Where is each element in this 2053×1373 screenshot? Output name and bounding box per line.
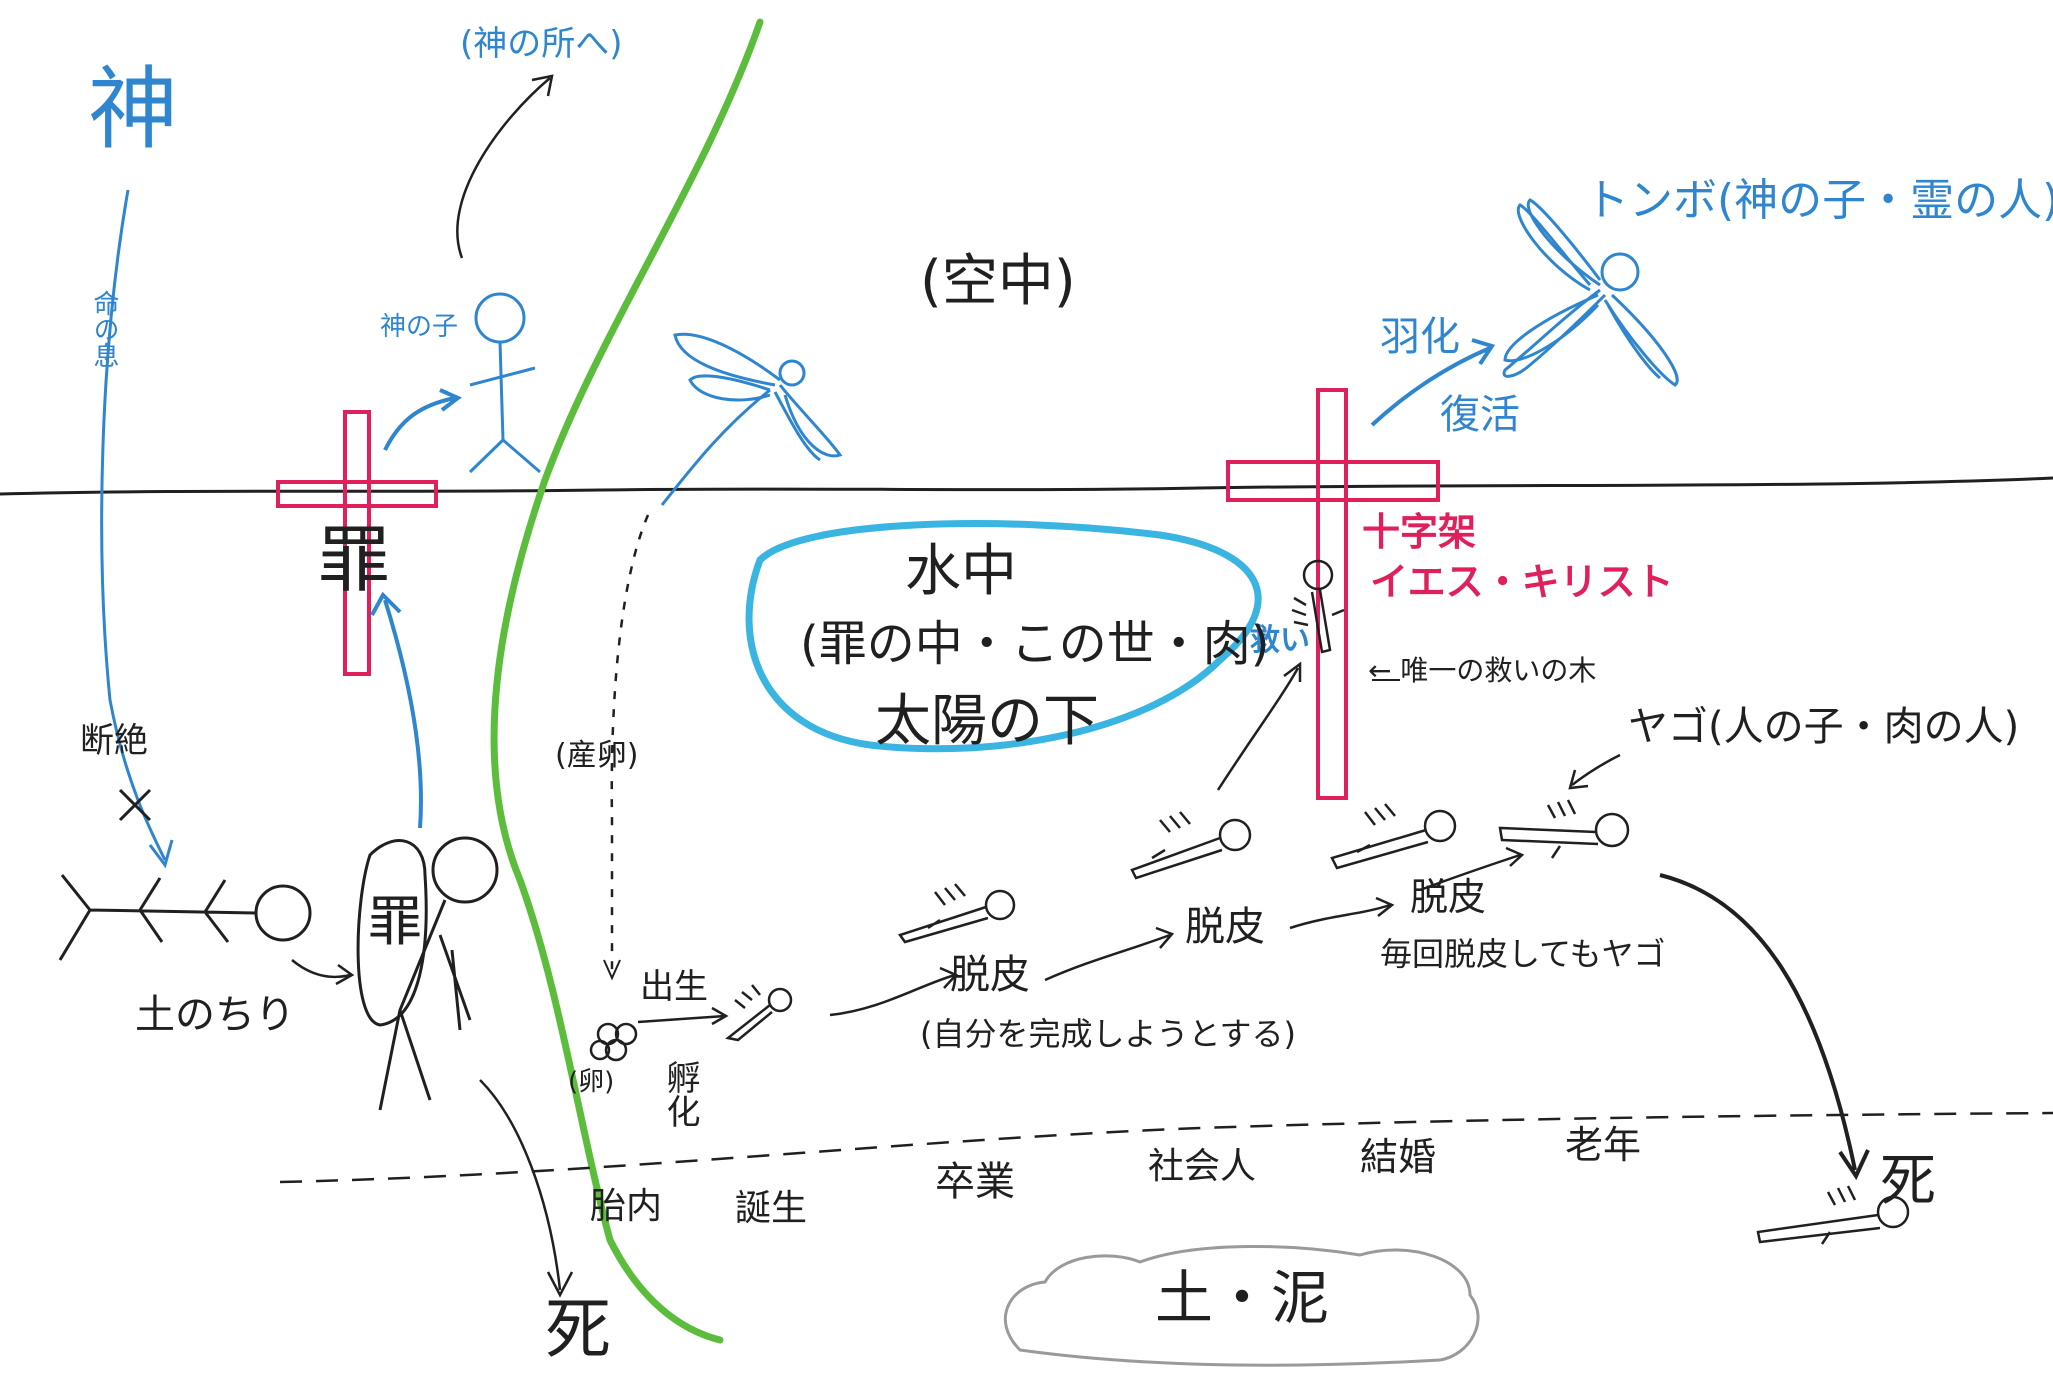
- death-right-label: 死: [1880, 1149, 1936, 1214]
- to-child-of-god-arrowhead: [439, 388, 462, 412]
- birth-arrow: [637, 1014, 726, 1024]
- nymph-4: [1330, 803, 1457, 870]
- hatching-label: 孵化: [660, 1060, 700, 1128]
- nymph1-to-molt1-arrowhead: [939, 966, 959, 989]
- emergence-label: 羽化: [1380, 314, 1460, 360]
- nymph-label-pointer: [1571, 753, 1621, 786]
- timeline-labels: 胎内 誕生 卒業 社会人 結婚 老年: [590, 1123, 1641, 1229]
- jesus-label: イエス・キリスト: [1370, 560, 1674, 604]
- molt2-to-nymph4-arrow: [1289, 903, 1391, 930]
- resurrection-label: 復活: [1440, 392, 1520, 438]
- nymph-2: [897, 883, 1016, 944]
- dragonfly-label: トンボ(神の子・霊の人): [1585, 175, 2053, 226]
- underwater-ellipse: [745, 520, 1262, 753]
- molt3-label: 脱皮: [1410, 875, 1486, 919]
- dust-figure: [58, 874, 312, 961]
- nymph3-to-salvation-arrowhead: [1283, 661, 1302, 682]
- water-surface-line: [0, 476, 2053, 496]
- molt1-label: 脱皮: [950, 952, 1030, 998]
- jesus-cross: [1226, 388, 1440, 800]
- dead-nymph: [1756, 1185, 1910, 1245]
- birth-label: 出生: [640, 967, 708, 1007]
- sin-upward-arrow: [383, 599, 423, 829]
- molt3-to-nymph5-arrow: [1419, 853, 1521, 892]
- molt3-to-nymph5-arrowhead: [1505, 846, 1525, 867]
- timeline-label: 老年: [1565, 1123, 1641, 1167]
- nymph-3: [1130, 811, 1252, 880]
- dust-to-sin-arrow: [291, 959, 351, 979]
- sin-cross: [276, 410, 438, 676]
- to-death-right-arrow: [1659, 873, 1857, 1171]
- nymph-label-pointer-head: [1568, 769, 1589, 790]
- nymph-1: [725, 984, 793, 1042]
- molt1-to-nymph3-arrow: [1044, 933, 1171, 982]
- timeline-label: 結婚: [1360, 1135, 1436, 1179]
- nymph-on-cross: [1291, 559, 1345, 654]
- emergence-arrow: [1370, 346, 1491, 427]
- nymph1-to-molt1-arrow: [829, 973, 956, 1017]
- soil-cloud-shape: [1003, 1245, 1480, 1367]
- cross-label: 十字架: [1362, 510, 1476, 554]
- under-sun-label: 太陽の下: [875, 689, 1099, 754]
- death-left-label: 死: [545, 1291, 611, 1368]
- salvation-label: 救い: [1250, 623, 1310, 658]
- nymph-label: ヤゴ(人の子・肉の人): [1628, 704, 2019, 750]
- molt2-to-nymph4-arrowhead: [1375, 896, 1395, 917]
- sin-cross-label: 罪: [318, 518, 390, 602]
- child-of-god-label: 神の子: [380, 312, 458, 342]
- birth-arrowhead: [711, 1006, 729, 1026]
- sin-body-label: 罪: [368, 890, 422, 953]
- child-of-god-figure: [468, 292, 541, 474]
- dragonfly-left: [660, 332, 843, 506]
- eggs-cluster: [589, 1022, 638, 1062]
- timeline-label: 胎内: [590, 1186, 662, 1227]
- to-god-arrowhead: [531, 74, 554, 97]
- to-death-right-arrowhead: [1838, 1149, 1870, 1181]
- egg-label: (卵): [568, 1067, 614, 1097]
- god-label: 神: [88, 57, 178, 162]
- nymph-5: [1498, 799, 1630, 859]
- sky-label: (空中): [920, 249, 1076, 314]
- sin-to-death-arrow: [479, 1079, 562, 1291]
- molt2-label: 脱皮: [1185, 904, 1265, 950]
- dust-to-sin-arrowhead: [335, 963, 355, 986]
- severance-x-mark: [118, 788, 152, 822]
- sin-upward-arrowhead: [370, 591, 402, 616]
- timeline-label: 誕生: [735, 1188, 807, 1229]
- molt1-to-nymph3-arrowhead: [1155, 926, 1175, 949]
- sin-body-figures: [356, 836, 499, 1111]
- life-breath-label: 命の息: [89, 290, 119, 368]
- severance-label: 断絶: [80, 721, 148, 761]
- timeline-label: 卒業: [935, 1159, 1015, 1205]
- to-god-label: (神の所へ): [460, 24, 623, 64]
- green-divider-line: [490, 18, 764, 1344]
- egg-laying-arrowhead: [603, 959, 621, 981]
- egg-laying-label: (産卵): [555, 738, 638, 773]
- to-child-of-god-arrow: [383, 396, 456, 451]
- to-god-arrow: [456, 77, 551, 259]
- molt1-note-label: (自分を完成しようとする): [920, 1015, 1296, 1053]
- underwater-sub-label: (罪の中・この世・肉): [800, 616, 1269, 672]
- dust-label: 土のちり: [135, 992, 295, 1038]
- underwater-label: 水中: [905, 539, 1017, 604]
- nymph3-to-salvation-arrow: [1216, 667, 1300, 791]
- sin-to-death-arrowhead: [546, 1271, 574, 1298]
- emergence-arrowhead: [1471, 338, 1496, 366]
- molt3-note-label: 毎回脱皮してもヤゴ: [1380, 935, 1665, 973]
- dragonfly-right: [1502, 198, 1679, 387]
- life-breath-arrowhead: [148, 839, 174, 869]
- only-tree-label: ← 唯一の救いの木: [1368, 654, 1596, 687]
- life-stage-dashed-line: [279, 1111, 2053, 1184]
- soil-label: 土・泥: [1155, 1264, 1329, 1332]
- timeline-label: 社会人: [1148, 1146, 1256, 1187]
